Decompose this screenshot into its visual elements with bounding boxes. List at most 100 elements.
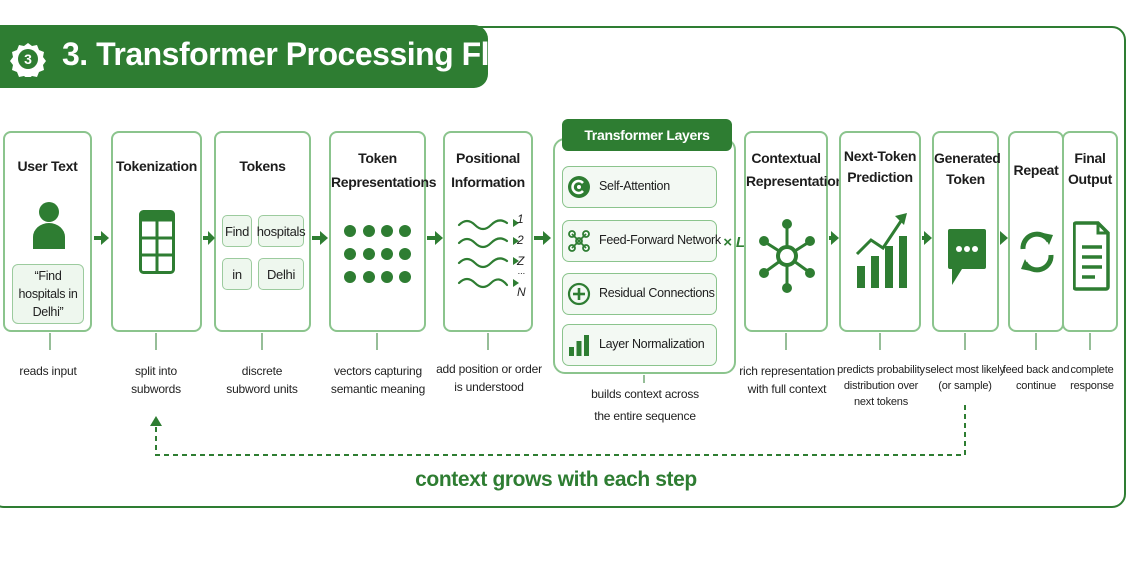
positional-information-caption-line2: is understood (454, 380, 524, 394)
token-pill: in (222, 258, 252, 290)
generated-token-title-line1: Generated (934, 150, 1001, 166)
refresh-icon (1020, 231, 1054, 273)
positional-information-title-line2: Information (451, 174, 525, 190)
contextual-representation-title: Contextual Representation (746, 150, 844, 190)
next-token-prediction-caption: predicts probability distribution over n… (830, 362, 932, 410)
position-waves-icon (457, 219, 519, 289)
next-token-prediction-caption-line3: next tokens (853, 396, 909, 408)
contextual-representation-caption: rich representation with full context (734, 362, 840, 398)
layer-feed-forward: Feed-Forward Network (562, 220, 721, 262)
layer-residual: Residual Connections (562, 273, 717, 315)
flow-arrow (922, 231, 932, 245)
position-label: Z (517, 254, 525, 268)
token-pill: Find (222, 215, 252, 247)
positional-information-title: Positional Information (445, 150, 531, 191)
tokenization-caption-line2: subwords (131, 382, 181, 396)
layer-label: Self-Attention (599, 179, 670, 193)
card-contextual-representation: Contextual Representation (744, 131, 844, 332)
person-icon (33, 202, 65, 249)
card-final-output: Final Output (1062, 131, 1118, 332)
contextual-representation-title-line2: Representation (746, 173, 844, 189)
repeat-caption: feed back and continue (1000, 362, 1072, 394)
tokens-title: Tokens (239, 158, 286, 174)
grid-icon (139, 210, 175, 274)
token-pill: hospitals (257, 215, 306, 247)
token-representations-caption-line2: semantic meaning (330, 382, 426, 396)
plus-circle-icon (567, 282, 591, 306)
card-next-token-prediction: Next-Token Prediction (839, 131, 921, 332)
token-representations-caption-line1: vectors capturing (334, 364, 422, 378)
flow-arrow (312, 231, 328, 245)
next-token-prediction-title-line2: Prediction (847, 169, 913, 185)
dots-matrix-icon (344, 225, 411, 283)
final-output-title-line2: Output (1067, 171, 1113, 187)
position-label: 1 (517, 212, 524, 226)
token-representations-title-line1: Token (358, 150, 397, 166)
card-tokenization: Tokenization (111, 131, 202, 332)
page-title: 3. Transformer Processing Flow (62, 36, 533, 72)
tokens-caption-line1: discrete (241, 364, 283, 378)
generated-token-title-line2: Token (946, 171, 985, 187)
transformer-layers-caption-line2: the entire sequence (594, 409, 696, 423)
user-text-example: “Find hospitals in Delhi” (18, 269, 78, 319)
user-text-caption: reads input (19, 364, 77, 378)
position-label: 2 (517, 233, 524, 247)
bar-chart-icon (569, 335, 589, 356)
feedback-loop-arrow (150, 405, 966, 456)
card-generated-token: Generated Token (932, 131, 1001, 332)
step-badge-icon: 3 (10, 43, 46, 77)
token-representations-title-line2: Representations (331, 174, 437, 190)
contextual-representation-title-line1: Contextual (751, 150, 821, 166)
layer-normalization: Layer Normalization (562, 324, 717, 366)
tokens-caption: discrete subword units (206, 362, 318, 398)
final-output-caption-line1: complete (1070, 364, 1114, 376)
repeat-title: Repeat (1013, 162, 1059, 178)
card-user-text: User Text “Find hospitals in Delhi” (3, 131, 92, 332)
next-token-prediction-caption-line1: predicts probability (837, 364, 925, 376)
transformer-layers-caption: builds context across the entire sequenc… (560, 385, 730, 425)
chat-bubble-icon (948, 229, 986, 285)
document-icon (1073, 221, 1110, 291)
repeat-count-label: × L (723, 234, 746, 251)
repeat-caption-line1: feed back and (1002, 364, 1070, 376)
feedback-loop-label: context grows with each step (415, 468, 697, 491)
token-representations-title: Token Representations (331, 150, 437, 191)
title-banner (0, 25, 488, 88)
flow-arrow (203, 231, 215, 245)
card-token-representations: Token Representations (329, 131, 437, 332)
hub-network-icon (759, 219, 815, 293)
trend-chart-icon (855, 213, 907, 288)
generated-token-title: Generated Token (934, 150, 1001, 188)
next-token-prediction-title: Next-Token Prediction (841, 148, 919, 186)
generated-token-caption: select most likely (or sample) (925, 362, 1005, 394)
position-label: ... (518, 266, 526, 276)
self-attention-icon (568, 176, 590, 198)
contextual-representation-caption-line2: with full context (747, 382, 827, 396)
user-text-example-box: “Find hospitals in Delhi” (12, 264, 84, 324)
flow-arrow (829, 231, 839, 245)
card-positional-information: Positional Information (443, 131, 533, 332)
tokenization-caption: split into subwords (100, 362, 212, 398)
token-representations-caption: vectors capturing semantic meaning (320, 362, 436, 398)
transformer-layers-title: Transformer Layers (562, 119, 732, 151)
layer-label: Residual Connections (599, 286, 715, 300)
repeat-caption-line2: continue (1016, 380, 1056, 392)
generated-token-caption-line2: (or sample) (938, 380, 992, 392)
flow-arrow (534, 231, 551, 245)
generated-token-caption-line1: select most likely (925, 364, 1005, 376)
final-output-title: Final Output (1064, 150, 1116, 188)
layer-label: Feed-Forward Network (599, 233, 721, 247)
network-icon (568, 230, 590, 252)
badge-number: 3 (24, 51, 32, 67)
positional-information-caption: add position or order is understood (428, 360, 550, 396)
tokenization-caption-line1: split into (134, 364, 178, 378)
tokenization-title: Tokenization (116, 158, 197, 174)
layer-label: Layer Normalization (599, 337, 705, 351)
user-text-title: User Text (17, 158, 78, 174)
position-label: N (517, 285, 526, 299)
flow-arrow (427, 231, 443, 245)
flow-arrow (94, 231, 109, 245)
contextual-representation-caption-line1: rich representation (739, 364, 835, 378)
final-output-caption-line2: response (1070, 380, 1114, 392)
